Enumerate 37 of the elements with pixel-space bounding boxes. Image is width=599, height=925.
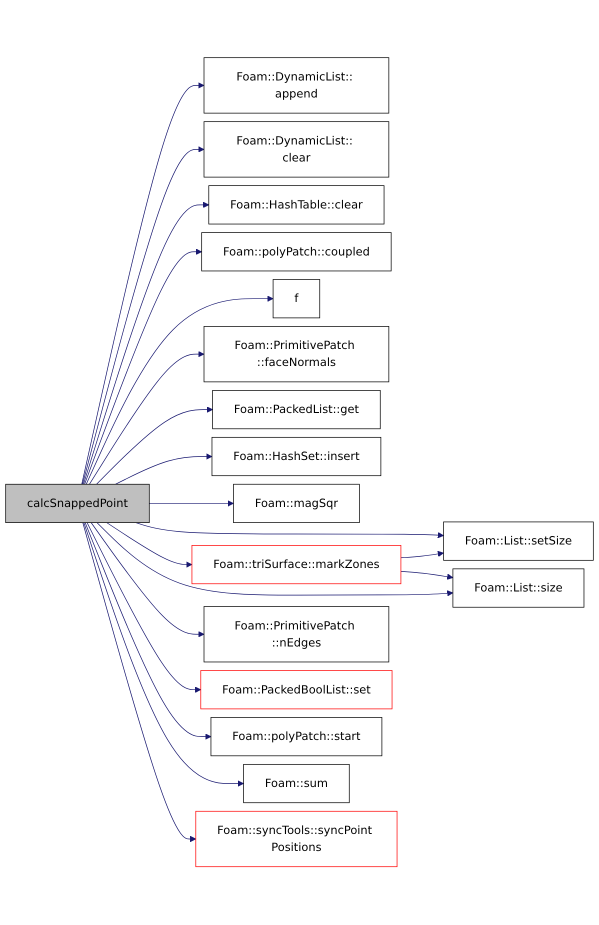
arrow xyxy=(81,82,204,485)
arrow xyxy=(82,522,196,842)
arrow xyxy=(84,522,212,740)
arrow xyxy=(82,146,204,485)
arrow xyxy=(86,522,202,694)
node-box: f xyxy=(272,279,320,319)
node-box: Foam::triSurface::markZones xyxy=(192,545,402,584)
node-box: Foam::HashSet::insert xyxy=(212,437,382,476)
node-box: Foam::magSqr xyxy=(233,484,360,524)
node-box: calcSnappedPoint xyxy=(5,484,150,524)
node-box: Foam::PackedBoolList::set xyxy=(200,670,392,710)
arrow xyxy=(400,571,454,580)
arrow xyxy=(90,522,204,638)
arrow xyxy=(96,406,213,485)
arrow xyxy=(115,454,212,485)
node-box: Foam::syncTools::syncPoint Positions xyxy=(195,811,398,868)
arrow xyxy=(400,551,444,558)
node-box: Foam::sum xyxy=(243,764,350,804)
arrow xyxy=(83,202,210,485)
node-box: Foam::polyPatch::coupled xyxy=(201,232,392,272)
arrow xyxy=(89,351,204,485)
arrow xyxy=(136,522,444,539)
arrow xyxy=(84,522,244,787)
arrow xyxy=(106,522,192,568)
node-box: Foam::HashTable::clear xyxy=(208,186,384,225)
arrow xyxy=(86,296,274,485)
arrow xyxy=(84,248,202,485)
node-box: Foam::List::setSize xyxy=(443,522,594,561)
node-box: Foam::DynamicList:: clear xyxy=(204,122,390,178)
arrow xyxy=(96,522,454,597)
arrow xyxy=(148,500,234,507)
node-box: Foam::DynamicList:: append xyxy=(204,58,390,114)
node-box: Foam::List::size xyxy=(452,568,584,608)
node-box: Foam::PackedList::get xyxy=(212,390,381,430)
node-box: Foam::polyPatch::start xyxy=(210,717,382,756)
node-box: Foam::PrimitivePatch ::nEdges xyxy=(204,606,390,663)
node-box: Foam::PrimitivePatch ::faceNormals xyxy=(204,326,390,383)
